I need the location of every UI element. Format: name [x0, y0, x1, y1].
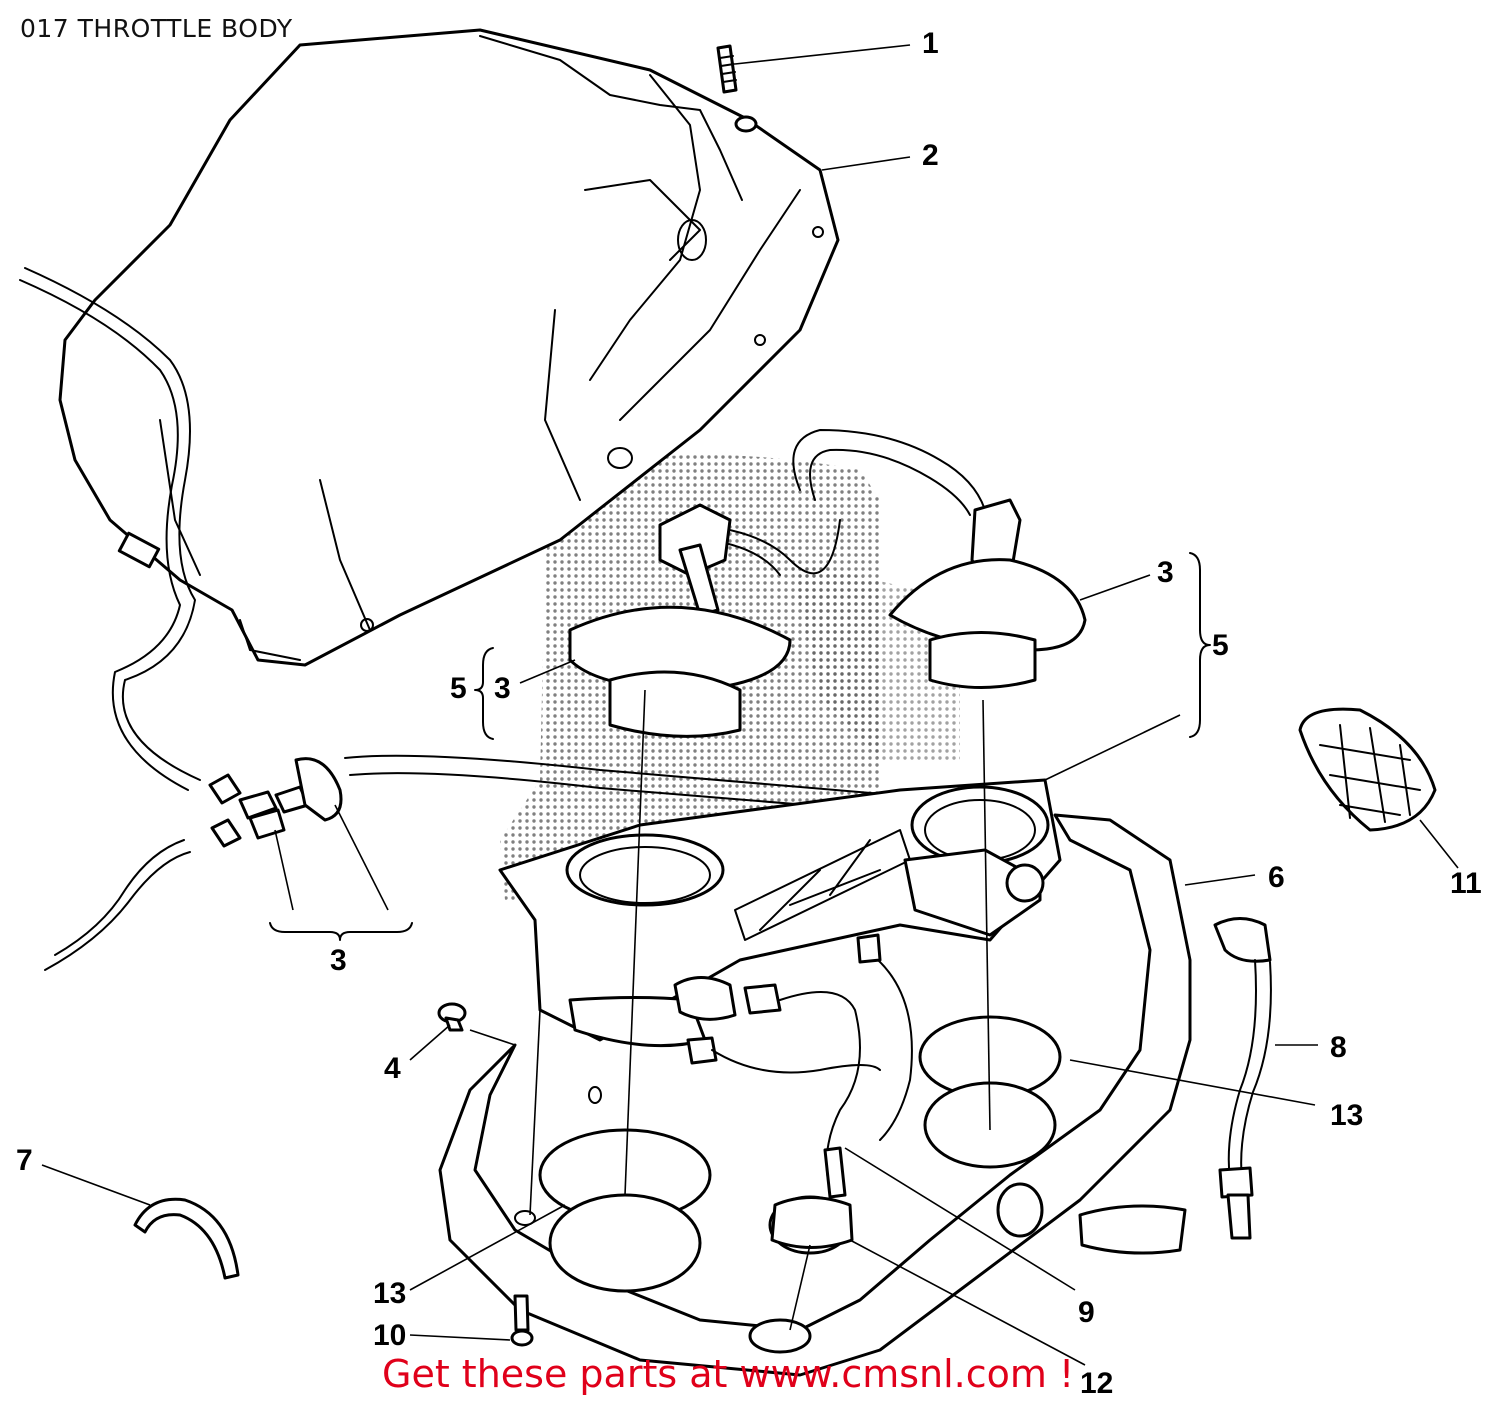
callout-labels: 1 2 3 5 3 5 3 4 6 7 8 9 10 11 12 13 13: [16, 27, 1482, 1400]
airbox-cover: [58, 28, 840, 667]
strap-7: [133, 1197, 240, 1280]
drain-hose-8: [1213, 917, 1272, 1240]
breather-hose: [19, 267, 201, 971]
callout-2: 2: [922, 139, 939, 172]
callout-9: 9: [1078, 1296, 1095, 1329]
bracket-5-left: [474, 647, 494, 740]
sensor-9: [823, 1146, 847, 1199]
callout-7: 7: [16, 1144, 33, 1177]
bracket-3-bottom: [269, 922, 413, 941]
connecting-hose: [344, 754, 896, 796]
filter-11: [1298, 707, 1437, 832]
bolt-10: [510, 1294, 534, 1347]
callout-3-bottom: 3: [330, 944, 347, 977]
fuel-hose: [792, 429, 986, 511]
callout-5-left: 5: [450, 672, 467, 705]
callout-13-left: 13: [373, 1277, 406, 1310]
cmsnl-link[interactable]: Get these parts at www.cmsnl.com !: [382, 1352, 1075, 1396]
callout-13-right: 13: [1330, 1099, 1363, 1132]
callout-3-left: 3: [494, 672, 511, 705]
callout-5-right: 5: [1212, 629, 1229, 662]
callout-11: 11: [1450, 867, 1482, 900]
screw-1: [716, 44, 758, 133]
clip-4: [437, 1002, 467, 1032]
injector-left: [568, 503, 792, 738]
callout-8: 8: [1330, 1031, 1347, 1064]
callout-12: 12: [1080, 1367, 1113, 1400]
grommet-12: [770, 1196, 854, 1249]
diagram-title: 017 THROTTLE BODY: [20, 14, 293, 43]
leader-lines: [41, 44, 1459, 1366]
callout-3-right: 3: [1157, 556, 1174, 589]
callout-4: 4: [384, 1052, 401, 1085]
t-fitting-group: [208, 757, 343, 848]
throttle-body-assembly: [498, 778, 1062, 1191]
callout-6: 6: [1268, 861, 1285, 894]
bracket-5-right: [1189, 552, 1211, 738]
callout-1: 1: [922, 27, 939, 60]
callout-10: 10: [373, 1319, 406, 1352]
injector-right: [888, 498, 1087, 689]
